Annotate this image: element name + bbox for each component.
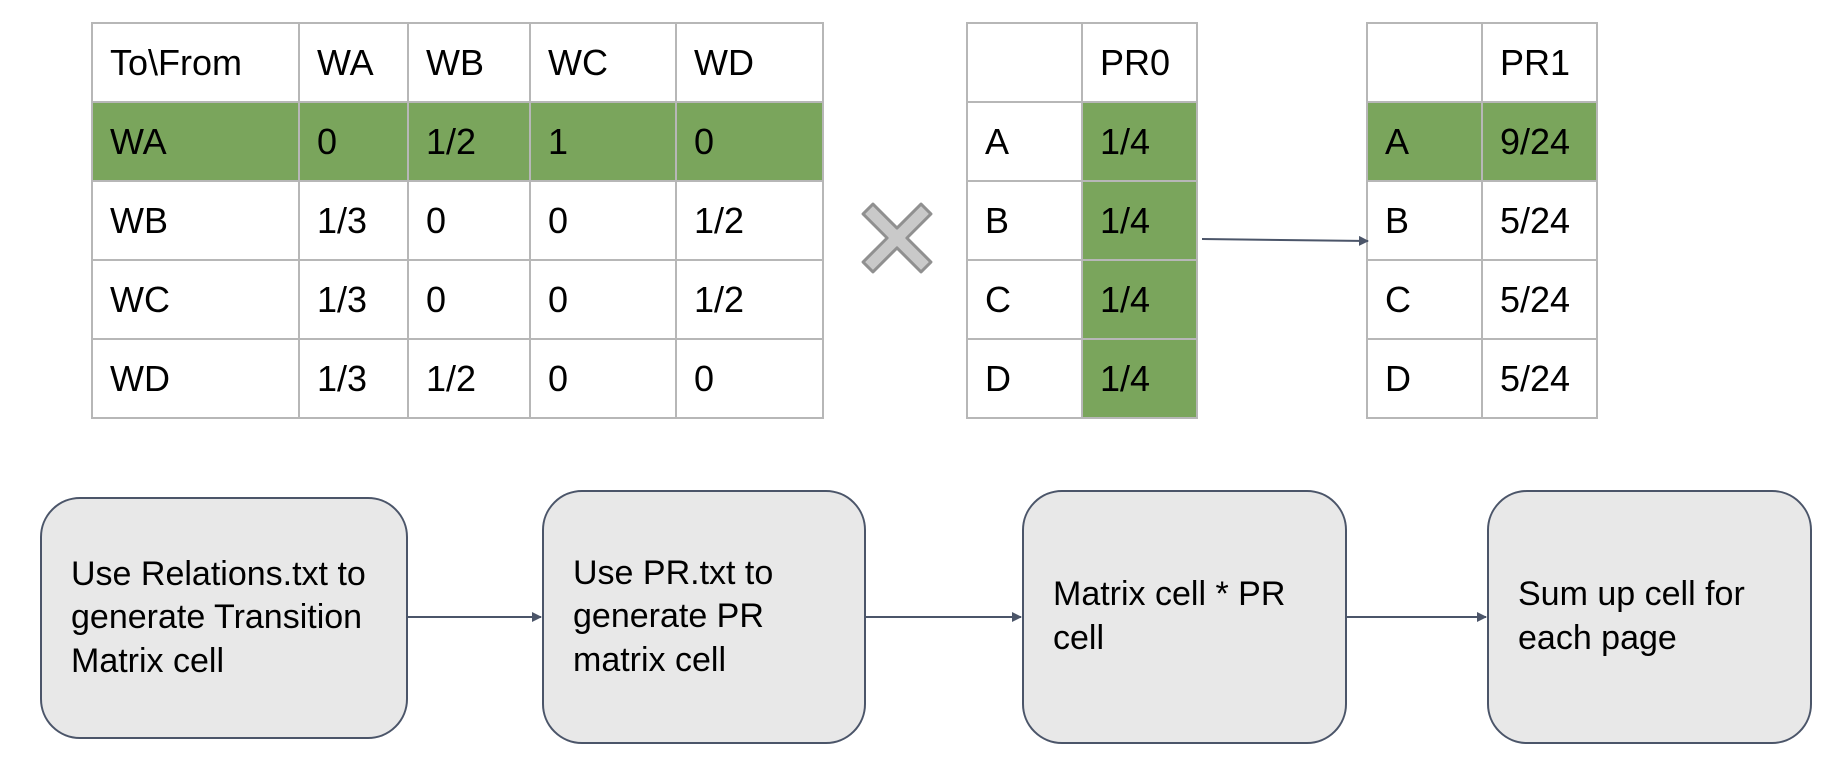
matrix-row-wa: WA 0 1/2 1 0 <box>91 101 824 182</box>
matrix-cell: 0 <box>407 259 531 340</box>
pr0-row-b: B 1/4 <box>966 180 1198 261</box>
pr1-page-label: D <box>1366 338 1483 419</box>
matrix-row-label: WB <box>91 180 300 261</box>
matrix-cell: 0 <box>675 338 824 419</box>
pr1-value: 5/24 <box>1481 259 1598 340</box>
matrix-cell: 1/3 <box>298 338 409 419</box>
matrix-row-wd: WD 1/3 1/2 0 0 <box>91 338 824 419</box>
step-generate-pr-matrix: Use PR.txt to generate PR matrix cell <box>542 490 866 744</box>
matrix-cell: 1 <box>529 101 677 182</box>
matrix-cell: 1/3 <box>298 180 409 261</box>
matrix-row-label: WA <box>91 101 300 182</box>
matrix-cell: 0 <box>298 101 409 182</box>
pr1-header-row: PR1 <box>1366 22 1598 103</box>
pr0-header-label: PR0 <box>1081 22 1198 103</box>
pr0-page-label: A <box>966 101 1083 182</box>
matrix-header-wa: WA <box>298 22 409 103</box>
pr0-value: 1/4 <box>1081 101 1198 182</box>
matrix-cell: 1/2 <box>407 338 531 419</box>
matrix-cell: 1/2 <box>407 101 531 182</box>
transition-matrix-table: To\From WA WB WC WD WA 0 1/2 1 0 WB 1/3 … <box>91 22 824 419</box>
matrix-cell: 0 <box>529 259 677 340</box>
matrix-cell: 0 <box>529 338 677 419</box>
pr1-header-label: PR1 <box>1481 22 1598 103</box>
pr0-value: 1/4 <box>1081 259 1198 340</box>
pr0-value: 1/4 <box>1081 180 1198 261</box>
pr0-row-a: A 1/4 <box>966 101 1198 182</box>
matrix-row-wc: WC 1/3 0 0 1/2 <box>91 259 824 340</box>
pr1-row-a: A 9/24 <box>1366 101 1598 182</box>
step-sum-cells: Sum up cell for each page <box>1487 490 1812 744</box>
pr1-value: 5/24 <box>1481 180 1598 261</box>
matrix-header-wc: WC <box>529 22 677 103</box>
pr1-value: 9/24 <box>1481 101 1598 182</box>
pr0-row-d: D 1/4 <box>966 338 1198 419</box>
pr1-page-label: B <box>1366 180 1483 261</box>
pr0-header-row: PR0 <box>966 22 1198 103</box>
pr0-table: PR0 A 1/4 B 1/4 C 1/4 D 1/4 <box>966 22 1198 419</box>
pr1-header-corner <box>1366 22 1483 103</box>
matrix-cell: 0 <box>529 180 677 261</box>
pr1-row-b: B 5/24 <box>1366 180 1598 261</box>
matrix-cell: 1/2 <box>675 259 824 340</box>
matrix-cell: 0 <box>675 101 824 182</box>
matrix-header-wb: WB <box>407 22 531 103</box>
step-label: Matrix cell * PR cell <box>1053 575 1286 657</box>
pr0-header-corner <box>966 22 1083 103</box>
step-generate-transition-matrix: Use Relations.txt to generate Transition… <box>40 497 408 739</box>
pr0-to-pr1-arrow <box>1201 235 1369 246</box>
matrix-cell: 1/3 <box>298 259 409 340</box>
multiply-x-icon <box>861 202 933 274</box>
pr1-row-d: D 5/24 <box>1366 338 1598 419</box>
pr1-page-label: C <box>1366 259 1483 340</box>
step-multiply-cells: Matrix cell * PR cell <box>1022 490 1347 744</box>
matrix-header-corner: To\From <box>91 22 300 103</box>
pr0-row-c: C 1/4 <box>966 259 1198 340</box>
matrix-row-wb: WB 1/3 0 0 1/2 <box>91 180 824 261</box>
pr1-value: 5/24 <box>1481 338 1598 419</box>
pr0-page-label: C <box>966 259 1083 340</box>
step-label: Sum up cell for each page <box>1518 575 1745 657</box>
matrix-header-wd: WD <box>675 22 824 103</box>
matrix-row-label: WC <box>91 259 300 340</box>
pr0-page-label: D <box>966 338 1083 419</box>
matrix-header-row: To\From WA WB WC WD <box>91 22 824 103</box>
step-label: Use PR.txt to generate PR matrix cell <box>573 553 774 679</box>
pr0-page-label: B <box>966 180 1083 261</box>
matrix-cell: 0 <box>407 180 531 261</box>
matrix-cell: 1/2 <box>675 180 824 261</box>
step-label: Use Relations.txt to generate Transition… <box>71 554 366 680</box>
matrix-row-label: WD <box>91 338 300 419</box>
pr0-value: 1/4 <box>1081 338 1198 419</box>
pr1-row-c: C 5/24 <box>1366 259 1598 340</box>
pr1-page-label: A <box>1366 101 1483 182</box>
pr1-table: PR1 A 9/24 B 5/24 C 5/24 D 5/24 <box>1366 22 1598 419</box>
